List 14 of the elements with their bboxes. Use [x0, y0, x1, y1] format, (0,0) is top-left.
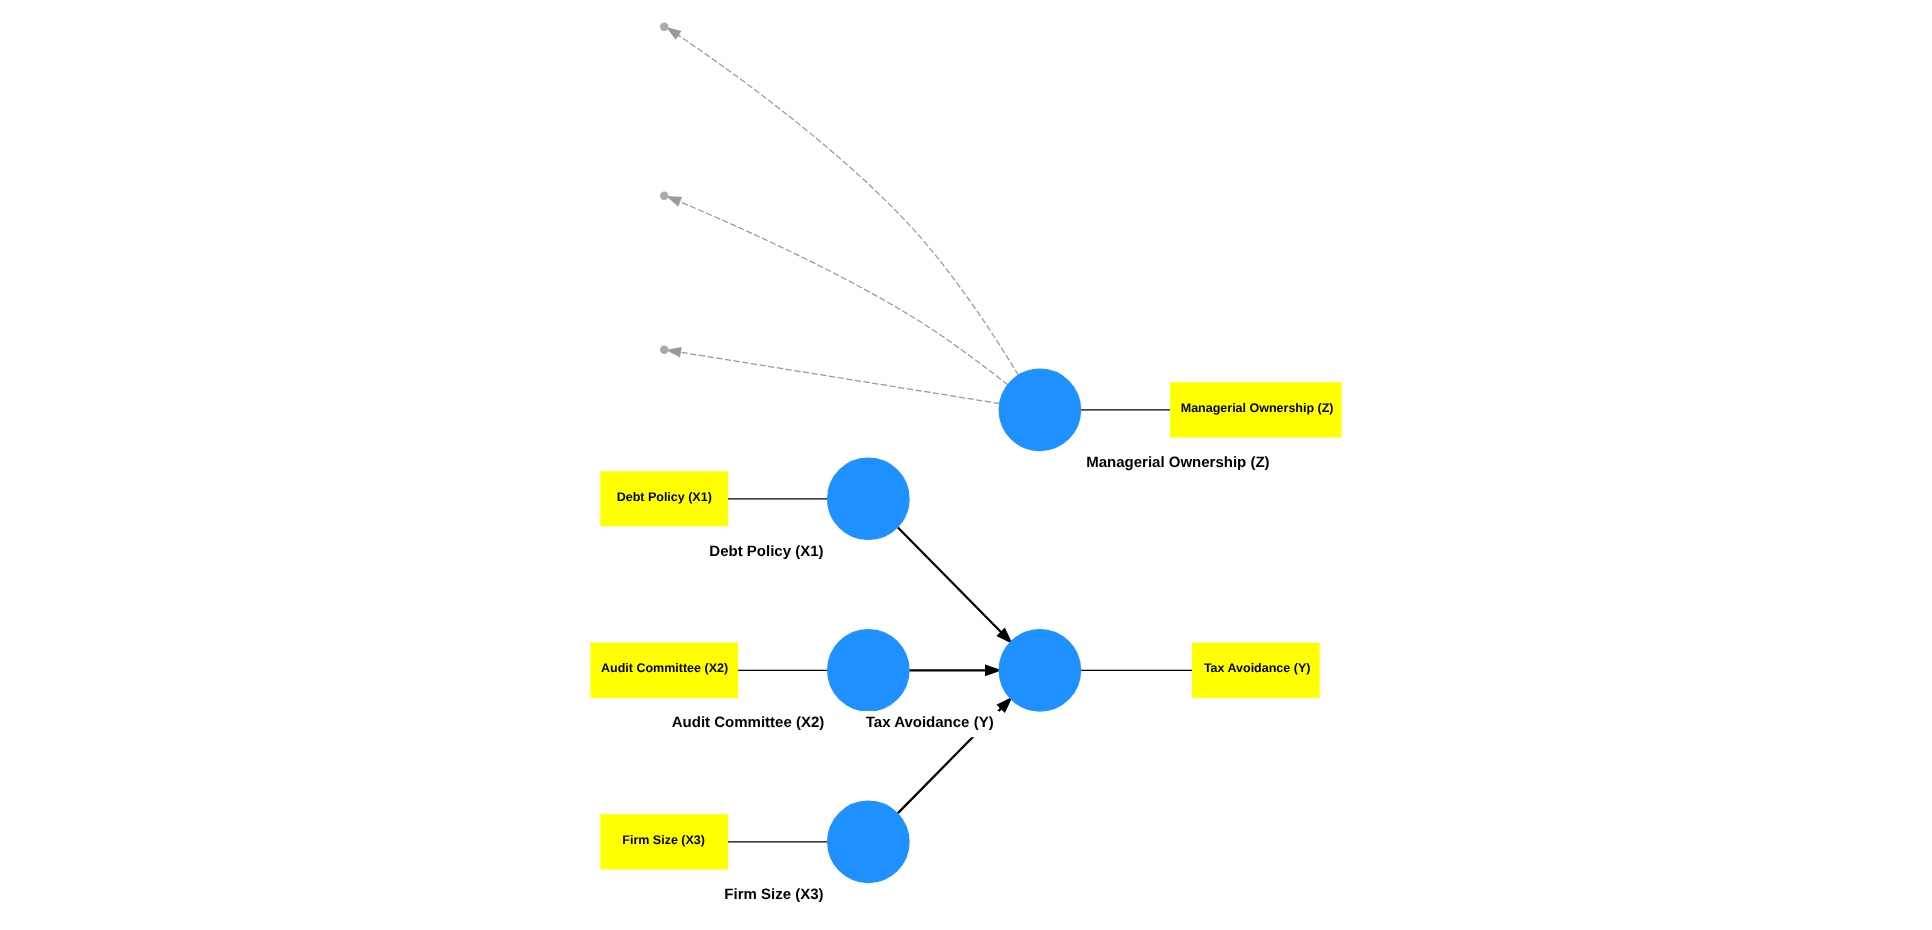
connector: [737, 668, 829, 670]
connector: [1080, 668, 1194, 670]
node-circle: [827, 456, 910, 540]
arrow: [666, 26, 1019, 375]
node-circle: [827, 799, 910, 883]
connector: [727, 840, 828, 842]
node-circle: [827, 628, 910, 711]
connector: [727, 497, 828, 499]
arrow: [666, 346, 1001, 404]
arrow: [897, 525, 1013, 643]
arrow: [909, 663, 1003, 676]
arrow: [666, 195, 1009, 385]
connector: [1080, 408, 1172, 410]
node-circle: [998, 367, 1082, 451]
